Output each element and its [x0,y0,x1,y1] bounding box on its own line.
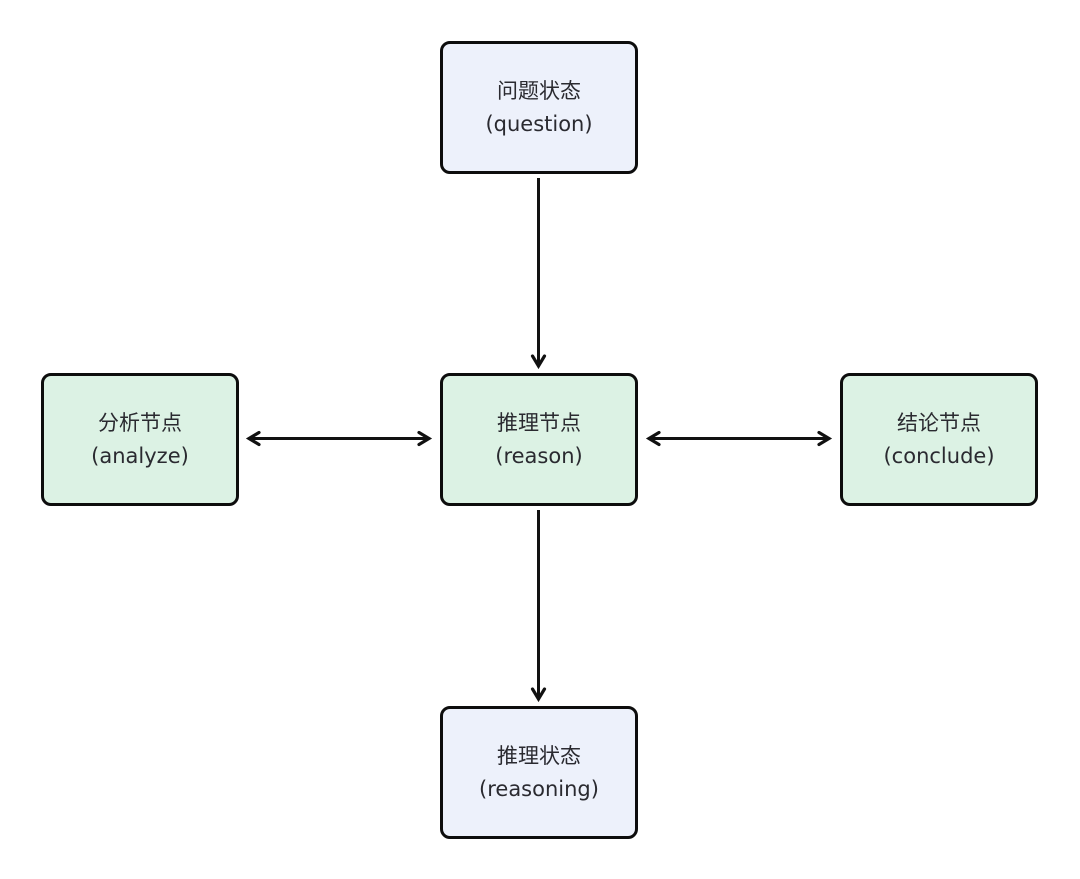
node-conclude: 结论节点 (conclude) [840,373,1038,506]
node-question-title: 问题状态 [497,78,581,103]
node-reason-subtitle: (reason) [495,443,583,468]
node-question: 问题状态 (question) [440,41,638,174]
node-reason: 推理节点 (reason) [440,373,638,506]
node-reasoning: 推理状态 (reasoning) [440,706,638,839]
node-reasoning-title: 推理状态 [497,743,581,768]
node-reasoning-subtitle: (reasoning) [479,776,599,801]
node-analyze-subtitle: (analyze) [91,443,189,468]
node-question-subtitle: (question) [485,111,593,136]
node-analyze: 分析节点 (analyze) [41,373,239,506]
node-reason-title: 推理节点 [497,410,581,435]
node-conclude-title: 结论节点 [897,410,981,435]
node-analyze-title: 分析节点 [98,410,182,435]
node-conclude-subtitle: (conclude) [883,443,995,468]
